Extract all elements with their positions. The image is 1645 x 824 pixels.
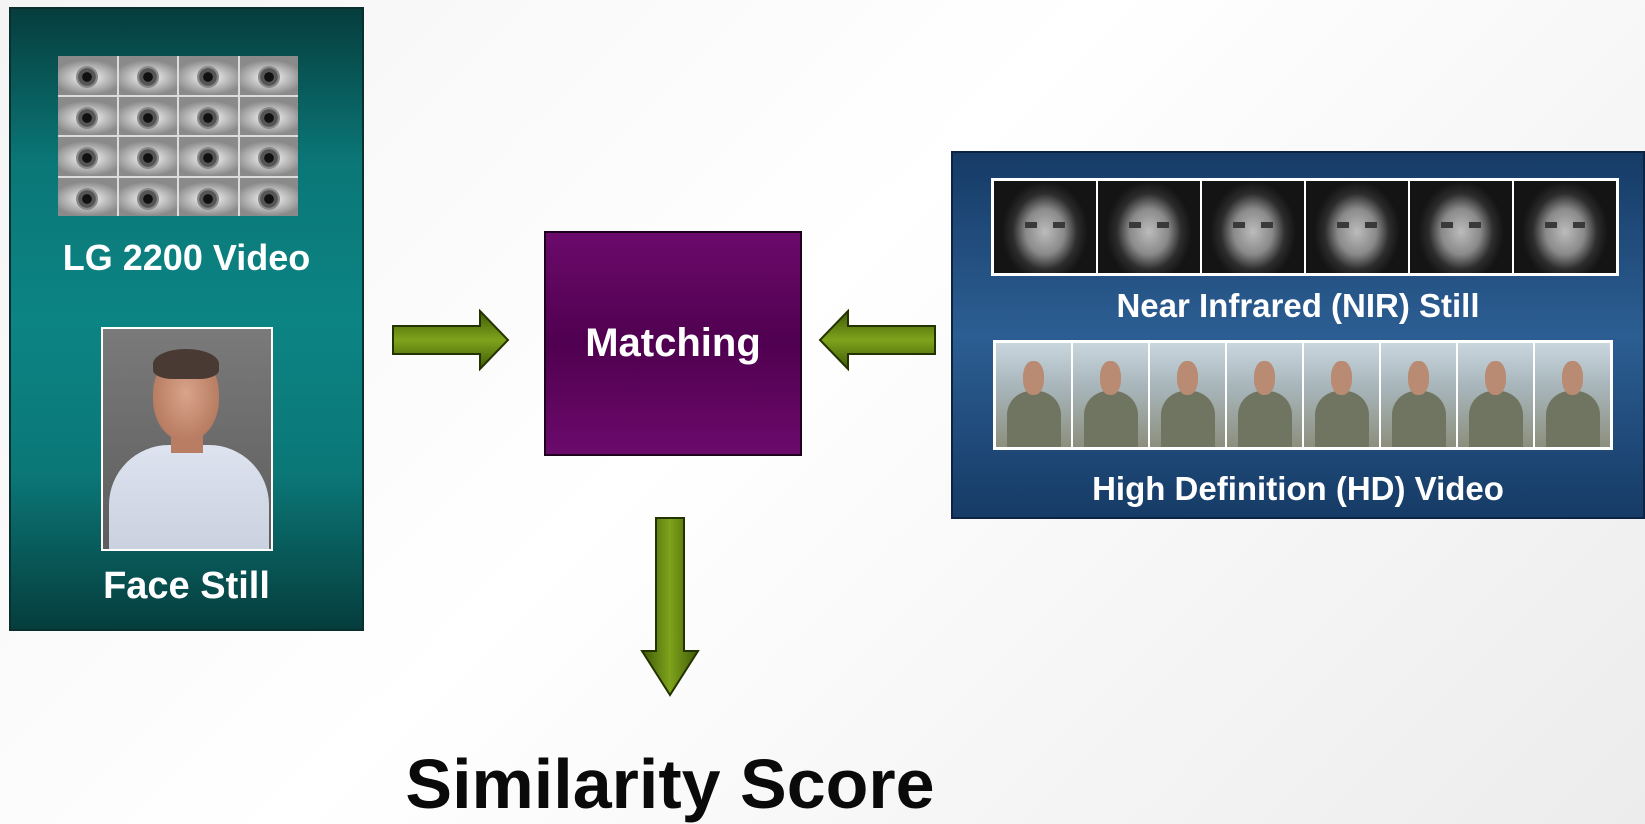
face-still-label: Face Still [103,565,270,607]
hd-video-label: High Definition (HD) Video [1092,470,1504,507]
matching-box: Matching [544,231,802,456]
nir-face-image [1306,181,1408,273]
similarity-score-label: Similarity Score [405,745,935,823]
face-still-photo [101,327,273,551]
nir-face-image [1202,181,1304,273]
left-arrow-icon [818,309,936,371]
iris-image [118,56,177,95]
matching-label: Matching [585,321,761,365]
nir-image-strip [991,178,1619,276]
iris-image [179,96,238,135]
hd-video-frame [1150,343,1225,447]
hd-video-strip [993,340,1613,450]
hd-video-frame [1227,343,1302,447]
left-input-panel: LG 2200 Video Face Still [9,7,364,631]
iris-image [58,137,117,176]
nir-face-image [1514,181,1616,273]
iris-video-label: LG 2200 Video [62,237,311,278]
nir-face-image [1410,181,1512,273]
nir-face-image [1098,181,1200,273]
hd-video-frame [1381,343,1456,447]
iris-image [239,137,298,176]
iris-image [58,177,117,216]
iris-image [179,177,238,216]
iris-image [239,96,298,135]
nir-face-image [994,181,1096,273]
iris-image [58,96,117,135]
iris-image [179,56,238,95]
iris-image [239,177,298,216]
iris-image [179,137,238,176]
right-input-panel: Near Infrared (NIR) Still High Definitio… [951,151,1645,519]
right-arrow-icon [392,309,510,371]
face-photo-shirt [109,445,269,549]
iris-image [118,137,177,176]
iris-image [118,177,177,216]
hd-video-frame [1535,343,1610,447]
hd-video-frame [996,343,1071,447]
hd-video-frame [1073,343,1148,447]
nir-still-label: Near Infrared (NIR) Still [1116,287,1480,324]
down-arrow-icon [640,517,700,697]
iris-image [58,56,117,95]
hd-video-frame [1458,343,1533,447]
iris-image [118,96,177,135]
face-photo-hair [153,349,219,379]
hd-video-frame [1304,343,1379,447]
iris-image [239,56,298,95]
iris-image-grid [58,56,298,216]
